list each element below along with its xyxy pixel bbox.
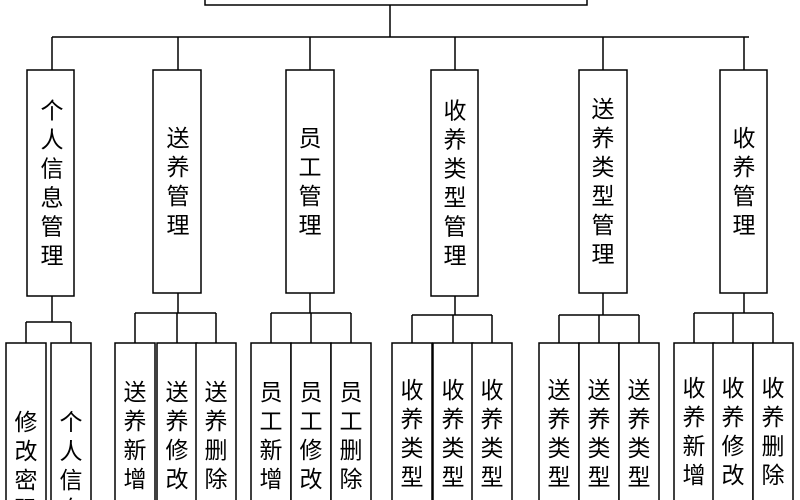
module-box (152, 69, 202, 294)
module-label: 收养类型管理 (444, 99, 467, 270)
root-box (204, 0, 588, 6)
function-box (156, 342, 198, 500)
function-box (391, 342, 433, 500)
function-label: 收养删除 (762, 376, 785, 489)
function-box (712, 342, 754, 500)
module-box (430, 69, 479, 297)
function-label: 收养类型 (442, 378, 465, 491)
module-label: 送养类型管理 (592, 97, 615, 268)
module-label: 送养管理 (167, 126, 190, 239)
module-box (285, 69, 335, 294)
function-label: 收养类型 (481, 378, 504, 491)
function-label: 收养类型 (401, 378, 424, 491)
function-box (618, 342, 660, 500)
function-box (114, 342, 156, 500)
function-box (538, 342, 580, 500)
function-label: 修改密码 (15, 410, 38, 500)
function-box (673, 342, 715, 500)
module-label: 收养管理 (733, 126, 756, 239)
module-label: 员工管理 (299, 126, 322, 239)
module-box (719, 69, 768, 294)
function-label: 送养删除 (205, 380, 228, 493)
function-label: 收养新增 (683, 376, 706, 489)
module-box (26, 69, 75, 297)
function-box (290, 342, 332, 500)
function-label: 个人信息 (60, 410, 83, 500)
function-label: 员工删除 (340, 380, 363, 493)
function-label: 送养新增 (124, 380, 147, 493)
function-box (432, 342, 474, 500)
function-label: 员工新增 (260, 380, 283, 493)
function-label: 员工修改 (300, 380, 323, 493)
function-box (5, 342, 47, 500)
function-box (330, 342, 372, 500)
module-label: 个人信息管理 (41, 99, 64, 270)
function-label: 送养类型 (588, 378, 611, 491)
function-box (471, 342, 513, 500)
function-box (50, 342, 92, 500)
function-box (752, 342, 794, 500)
function-box (195, 342, 237, 500)
module-box (578, 69, 628, 294)
function-label: 送养类型 (548, 378, 571, 491)
function-label: 送养修改 (166, 380, 189, 493)
function-label: 送养类型 (628, 378, 651, 491)
function-label: 收养修改 (722, 376, 745, 489)
